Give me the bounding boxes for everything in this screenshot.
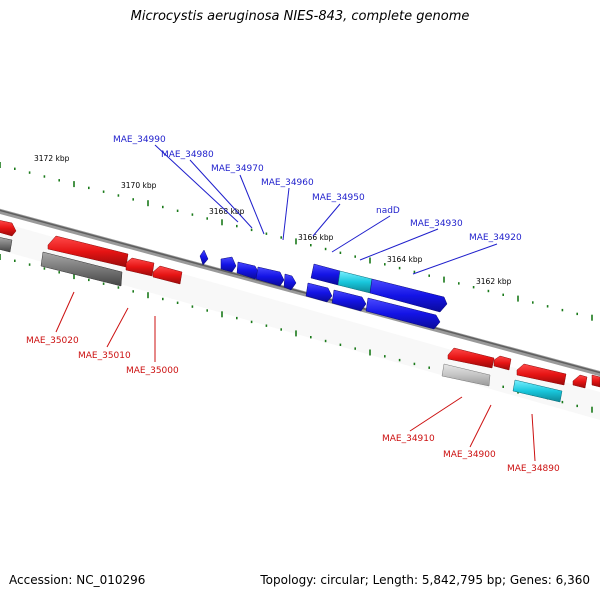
gene-mae-34930[interactable]	[369, 278, 448, 313]
label-mae-34970[interactable]: MAE_34970	[211, 164, 264, 174]
leader-mae-34980	[189, 159, 253, 229]
gene-mae-35000[interactable]	[152, 265, 183, 285]
label-mae-34990[interactable]: MAE_34990	[113, 135, 166, 145]
accession-text: Accession: NC_010296	[9, 573, 146, 587]
gene-mae-34960[interactable]	[255, 266, 285, 287]
label-mae-34960[interactable]: MAE_34960	[261, 178, 314, 188]
bottom-gene-labels: MAE_35020 MAE_35010 MAE_35000 MAE_34910 …	[26, 336, 560, 474]
label-mae-35020[interactable]: MAE_35020	[26, 336, 79, 346]
gene-grey-edge[interactable]	[0, 237, 13, 253]
leader-mae-35020	[55, 291, 75, 333]
gene-mae-35020[interactable]	[47, 235, 129, 268]
label-mae-34900[interactable]: MAE_34900	[443, 450, 496, 460]
genome-summary-text: Topology: circular; Length: 5,842,795 bp…	[260, 573, 590, 587]
scale-label-3166: 3166 kbp	[298, 233, 334, 242]
gene-mae-34920[interactable]	[365, 297, 441, 330]
scale-label-3162: 3162 kbp	[476, 277, 512, 286]
gene-mae-34945[interactable]	[305, 282, 333, 303]
label-nadd[interactable]: nadD	[376, 206, 400, 216]
gene-mae-34950[interactable]	[310, 263, 341, 286]
label-mae-35010[interactable]: MAE_35010	[78, 351, 131, 361]
top-label-leaders	[154, 144, 498, 275]
gene-mae-34940[interactable]	[331, 289, 367, 312]
leader-mae-34960	[282, 187, 290, 241]
label-mae-34930[interactable]: MAE_34930	[410, 219, 463, 229]
gene-red-a[interactable]	[447, 347, 495, 369]
leader-mae-34920	[412, 243, 498, 275]
genome-title: Microcystis aeruginosa NIES-843, complet…	[130, 9, 470, 24]
gene-mae-34890-red[interactable]	[516, 363, 567, 386]
label-mae-34920[interactable]: MAE_34920	[469, 233, 522, 243]
scale-label-3172: 3172 kbp	[34, 154, 70, 163]
leader-mae-34900	[469, 404, 492, 448]
scale-label-3164: 3164 kbp	[387, 255, 423, 264]
gene-features	[0, 220, 600, 403]
leader-mae-34930	[359, 228, 439, 261]
leader-nadd	[331, 215, 391, 253]
leader-mae-34970	[239, 174, 265, 235]
genome-backbone	[0, 208, 600, 377]
label-mae-35000[interactable]: MAE_35000	[126, 366, 179, 376]
gene-red-b[interactable]	[493, 355, 512, 371]
bottom-label-leaders	[55, 291, 536, 462]
leader-mae-34990	[154, 144, 239, 223]
leader-mae-34950	[312, 203, 341, 237]
gene-red-c[interactable]	[572, 374, 588, 389]
gene-grey-pseudo-1[interactable]	[40, 251, 123, 287]
label-mae-34910[interactable]: MAE_34910	[382, 434, 435, 444]
label-mae-34980[interactable]: MAE_34980	[161, 150, 214, 160]
gene-grey-pseudo-2[interactable]	[441, 363, 491, 387]
gene-red-edge[interactable]	[0, 220, 17, 237]
scale-tick-row-top	[0, 162, 593, 321]
leader-mae-35010	[106, 307, 129, 348]
gene-mae-34990[interactable]	[199, 249, 209, 266]
gene-mae-34980[interactable]	[220, 256, 237, 273]
label-mae-34890[interactable]: MAE_34890	[507, 464, 560, 474]
leader-mae-34910	[409, 396, 463, 432]
gene-mae-35010[interactable]	[125, 257, 155, 277]
leader-mae-34890	[531, 413, 536, 462]
gene-nadd[interactable]	[337, 270, 373, 294]
scale-label-3170: 3170 kbp	[121, 181, 157, 190]
top-gene-labels: MAE_34990 MAE_34980 MAE_34970 MAE_34960 …	[113, 135, 522, 243]
gene-mae-34955[interactable]	[283, 273, 297, 291]
gene-red-d[interactable]	[591, 374, 600, 388]
label-mae-34950[interactable]: MAE_34950	[312, 193, 365, 203]
gene-cyan-rna[interactable]	[512, 379, 563, 403]
